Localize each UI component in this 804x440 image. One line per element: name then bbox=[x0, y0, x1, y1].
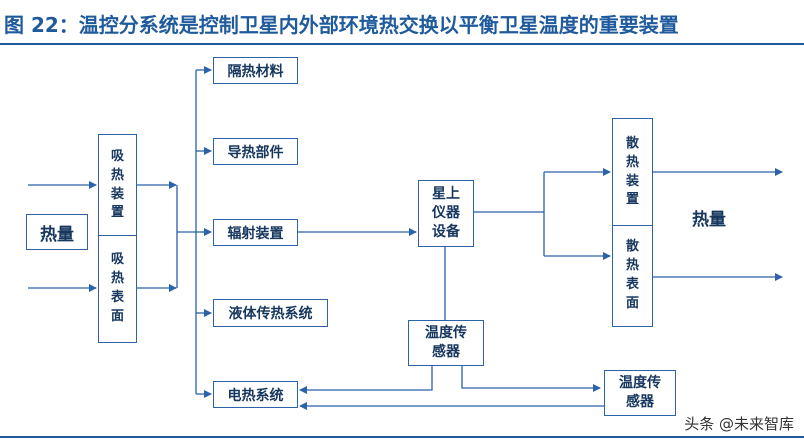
temp-sensor-1-box: 温度传 感器 bbox=[408, 320, 484, 366]
temp-sensor-1-label: 温度传 感器 bbox=[425, 325, 467, 360]
watermark: 头条 @未来智库 bbox=[682, 413, 796, 434]
bottom-divider bbox=[0, 436, 804, 438]
title-divider bbox=[0, 43, 804, 45]
conductive-parts-box: 导热部件 bbox=[213, 138, 298, 165]
absorb-device-box: 吸 热 装 置 bbox=[98, 134, 137, 236]
temp-sensor-2-label: 温度传 感器 bbox=[619, 375, 661, 410]
absorb-device-label: 吸 热 装 置 bbox=[110, 148, 124, 221]
electric-heat-system-label: 电热系统 bbox=[227, 387, 284, 404]
electric-heat-system-box: 电热系统 bbox=[213, 381, 298, 408]
dissipate-surface-box: 散 热 表 面 bbox=[612, 225, 653, 327]
heat-input-box: 热量 bbox=[26, 214, 88, 250]
insulation-box: 隔热材料 bbox=[213, 57, 298, 84]
figure-title: 图 22：温控分系统是控制卫星内外部环境热交换以平衡卫星温度的重要装置 bbox=[4, 13, 679, 37]
conductive-parts-label: 导热部件 bbox=[227, 144, 284, 161]
dissipate-device-label: 散 热 装 置 bbox=[625, 135, 639, 208]
insulation-label: 隔热材料 bbox=[227, 63, 284, 80]
temp-sensor-2-box: 温度传 感器 bbox=[604, 370, 676, 416]
absorb-surface-box: 吸 热 表 面 bbox=[98, 235, 137, 343]
dissipate-device-box: 散 热 装 置 bbox=[612, 118, 653, 226]
heat-output-label: 热量 bbox=[692, 210, 726, 230]
radiation-device-box: 辐射装置 bbox=[213, 219, 298, 246]
liquid-heat-system-label: 液体传热系统 bbox=[228, 306, 313, 322]
arrow-sensor1-to-sensor2 bbox=[461, 366, 601, 392]
liquid-heat-system-box: 液体传热系统 bbox=[213, 299, 328, 327]
radiation-device-label: 辐射装置 bbox=[227, 225, 284, 242]
dissipate-surface-label: 散 热 表 面 bbox=[625, 239, 639, 311]
absorb-surface-label: 吸 热 表 面 bbox=[110, 252, 124, 324]
arrow-sensor1-to-electric bbox=[299, 366, 433, 394]
onboard-instruments-label: 星上 仪器 设备 bbox=[432, 186, 460, 240]
heat-input-label: 热量 bbox=[40, 224, 74, 245]
onboard-instruments-box: 星上 仪器 设备 bbox=[418, 180, 474, 247]
